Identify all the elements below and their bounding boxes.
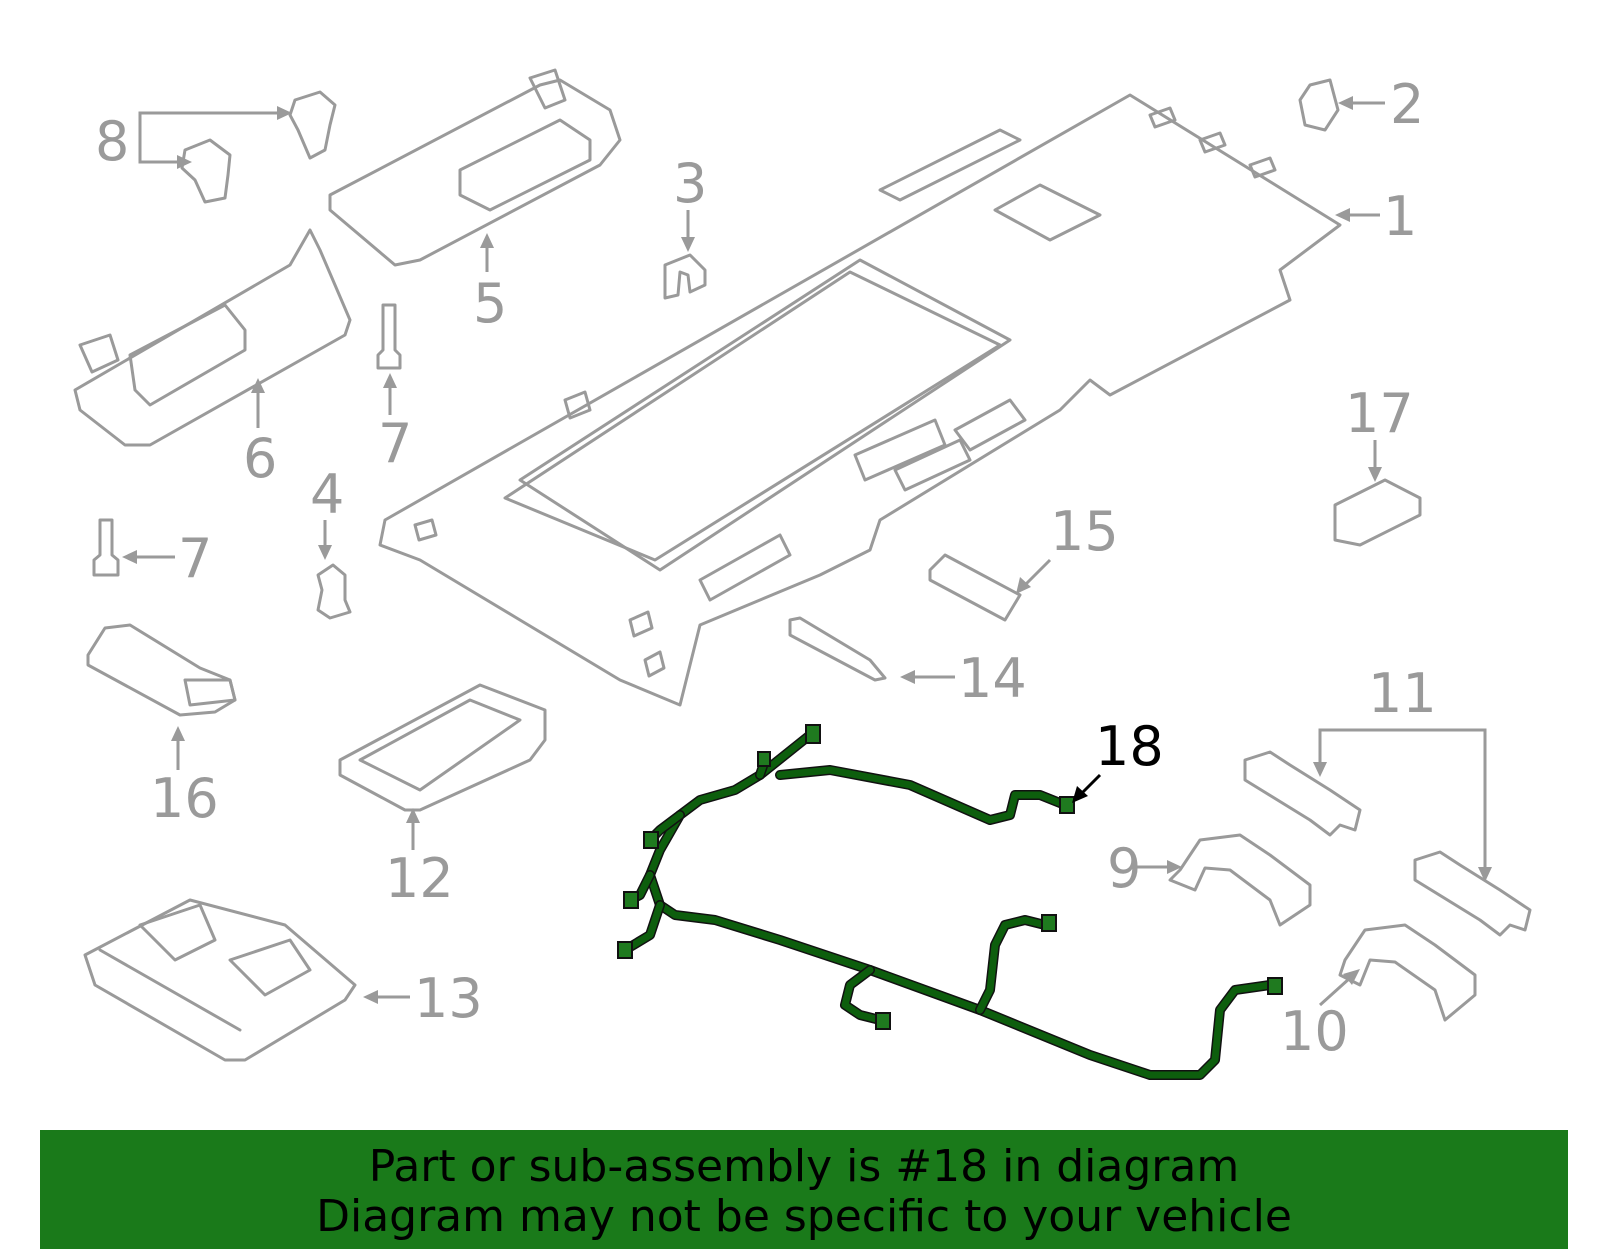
callout-2: 2: [1390, 73, 1424, 136]
harness-connector: [617, 941, 633, 959]
callout-17: 17: [1345, 382, 1414, 445]
callout-18: 18: [1095, 715, 1164, 778]
harness-connector: [643, 831, 659, 849]
callout-6: 6: [243, 427, 277, 490]
harness-connector: [757, 751, 771, 767]
callout-4: 4: [310, 463, 344, 526]
callout-14: 14: [958, 647, 1027, 710]
hook-part-3: [663, 253, 707, 300]
sun-visor-part-6: [73, 228, 352, 447]
grab-handle-part-10: [1338, 923, 1477, 1022]
harness-connector: [1041, 914, 1057, 932]
banner-line-1: Part or sub-assembly is #18 in diagram: [368, 1141, 1240, 1192]
clip-part-2: [1298, 78, 1340, 132]
bracket-part-11-lower: [1413, 850, 1532, 937]
dome-lamp-part-16: [86, 623, 237, 717]
bolt-part-7-upper: [376, 303, 402, 370]
callout-7-lower: 7: [178, 527, 212, 590]
console-part-12: [338, 683, 547, 812]
callout-3: 3: [673, 152, 707, 215]
harness-connector: [805, 724, 821, 744]
headliner-part: [378, 93, 1342, 707]
wiring-harness-part-18: [617, 724, 1283, 1080]
callout-12: 12: [385, 847, 454, 910]
info-banner: Part or sub-assembly is #18 in diagram D…: [40, 1130, 1568, 1249]
callout-8: 8: [95, 110, 129, 173]
leader-lines: [122, 96, 1492, 1007]
bolt-part-7-lower: [92, 518, 120, 577]
harness-connector: [875, 1012, 891, 1030]
callout-16: 16: [150, 767, 219, 830]
harness-connector: [1267, 977, 1283, 995]
grab-handle-part-9: [1168, 833, 1312, 927]
bracket-part-11-upper: [1243, 750, 1362, 837]
callout-15: 15: [1050, 500, 1119, 563]
callout-9: 9: [1107, 837, 1141, 900]
grommet-part-8-lower: [180, 138, 232, 204]
callout-7-upper: 7: [378, 412, 412, 475]
harness-connector: [623, 891, 639, 909]
map-lamp-part-13: [83, 898, 357, 1062]
sun-visor-part-5: [328, 68, 622, 267]
grommet-part-8-upper: [288, 90, 337, 160]
switch-part-17: [1333, 478, 1422, 547]
callout-13: 13: [414, 967, 483, 1030]
callout-11: 11: [1368, 662, 1437, 725]
harness-connector: [1059, 796, 1075, 814]
callout-1: 1: [1383, 185, 1417, 248]
pad-part-15: [928, 553, 1022, 622]
callout-10: 10: [1280, 1000, 1349, 1063]
clip-part-4: [316, 563, 352, 620]
trim-strip-part-14: [788, 616, 887, 682]
callout-5: 5: [473, 272, 507, 335]
banner-line-2: Diagram may not be specific to your vehi…: [316, 1191, 1292, 1242]
